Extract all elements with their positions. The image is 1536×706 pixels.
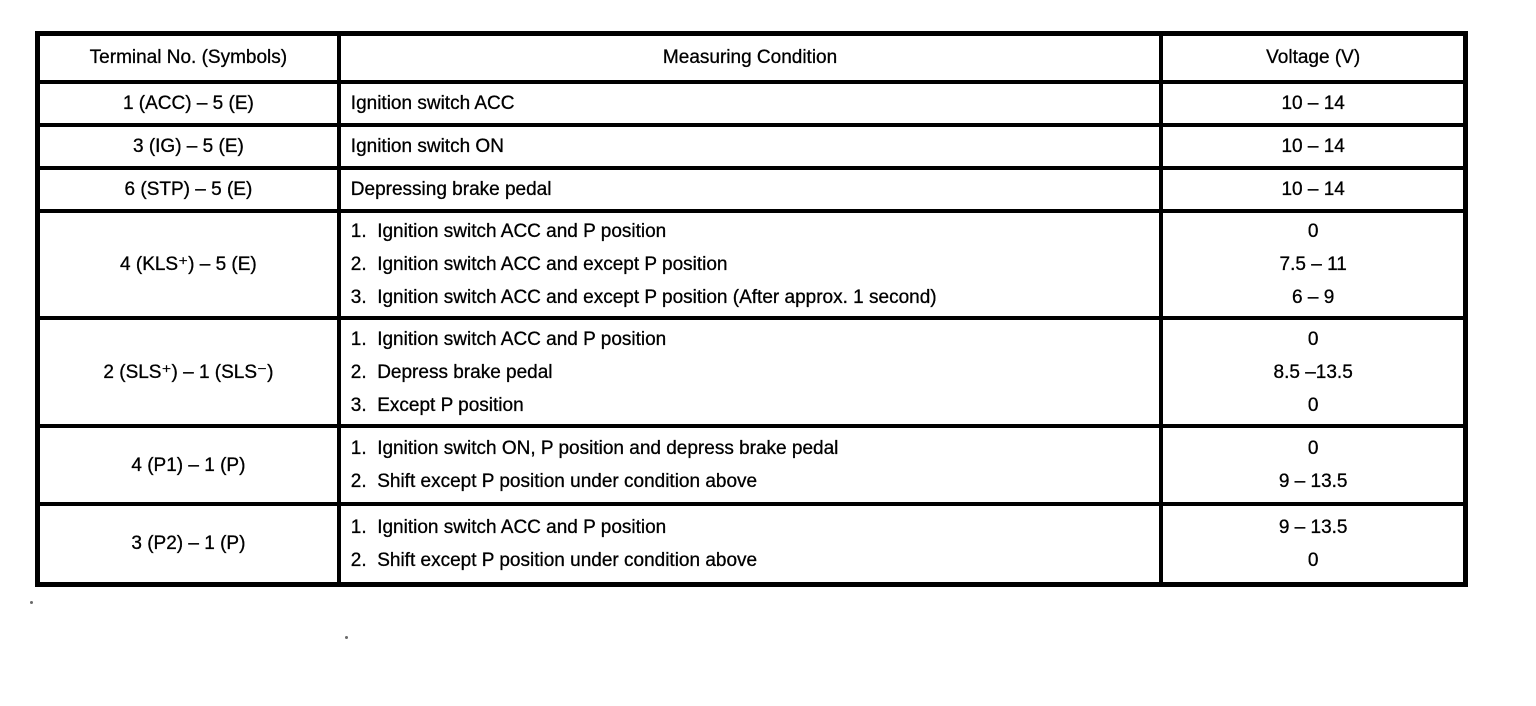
condition-line: 2. Depress brake pedal xyxy=(350,361,553,383)
voltage-line: 10 – 14 xyxy=(1281,136,1345,157)
terminal-label: 3 (P2) – 1 (P) xyxy=(131,533,246,555)
voltage-line: 0 xyxy=(1307,328,1319,350)
table-header-row: Terminal No. (Symbols) Measuring Conditi… xyxy=(35,31,1468,84)
condition-cell: 1. Ignition switch ACC and P position 2.… xyxy=(336,502,1164,586)
voltage-cell: 10 – 14 xyxy=(1159,80,1468,127)
voltage-line: 9 – 13.5 xyxy=(1278,516,1348,538)
terminal-cell: 3 (IG) – 5 (E) xyxy=(35,123,341,170)
terminal-cell: 6 (STP) – 5 (E) xyxy=(35,166,341,213)
terminal-label: 2 (SLS⁺) – 1 (SLS⁻) xyxy=(103,361,274,383)
table-row: 2 (SLS⁺) – 1 (SLS⁻) 1. Ignition switch A… xyxy=(35,316,1468,428)
voltage-line: 0 xyxy=(1307,394,1319,416)
table-row: 1 (ACC) – 5 (E) Ignition switch ACC 10 –… xyxy=(35,80,1468,127)
scan-speck xyxy=(345,636,348,639)
voltage-cell: 10 – 14 xyxy=(1159,166,1468,213)
condition-line: 1. Ignition switch ACC and P position xyxy=(350,221,667,242)
condition-line: 2. Ignition switch ACC and except P posi… xyxy=(350,254,728,275)
condition-line: 3. Except P position xyxy=(350,394,524,416)
voltage-line: 10 – 14 xyxy=(1281,93,1345,114)
scan-speck xyxy=(30,601,33,604)
condition-line: Depressing brake pedal xyxy=(350,179,552,200)
header-terminal: Terminal No. (Symbols) xyxy=(35,31,341,84)
voltage-line: 8.5 –13.5 xyxy=(1273,361,1353,383)
voltage-cell: 10 – 14 xyxy=(1159,123,1468,170)
condition-cell: 1. Ignition switch ACC and P position 2.… xyxy=(336,316,1164,428)
voltage-line: 0 xyxy=(1307,221,1319,242)
voltage-line: 7.5 – 11 xyxy=(1279,254,1347,275)
terminal-cell: 1 (ACC) – 5 (E) xyxy=(35,80,341,127)
voltage-line: 6 – 9 xyxy=(1292,287,1335,308)
terminal-cell: 3 (P2) – 1 (P) xyxy=(35,502,341,586)
condition-line: 2. Shift except P position under conditi… xyxy=(350,549,758,571)
terminal-label: 3 (IG) – 5 (E) xyxy=(132,136,244,157)
table-row: 4 (KLS⁺) – 5 (E) 1. Ignition switch ACC … xyxy=(35,209,1468,320)
condition-cell: 1. Ignition switch ACC and P position 2.… xyxy=(336,209,1164,320)
voltage-cell: 9 – 13.5 0 xyxy=(1159,502,1468,586)
terminal-label: 1 (ACC) – 5 (E) xyxy=(122,93,254,114)
condition-line: 1. Ignition switch ACC and P position xyxy=(350,328,667,350)
terminal-cell: 4 (KLS⁺) – 5 (E) xyxy=(35,209,341,320)
condition-cell: Ignition switch ACC xyxy=(336,80,1164,127)
table-row: 3 (P2) – 1 (P) 1. Ignition switch ACC an… xyxy=(35,502,1468,586)
voltage-line: 0 xyxy=(1307,438,1319,459)
terminal-label: 6 (STP) – 5 (E) xyxy=(124,179,253,200)
condition-cell: 1. Ignition switch ON, P position and de… xyxy=(336,424,1164,506)
condition-line: 1. Ignition switch ACC and P position xyxy=(350,516,667,538)
condition-line: Ignition switch ON xyxy=(350,136,504,157)
condition-cell: Depressing brake pedal xyxy=(336,166,1164,213)
condition-line: 2. Shift except P position under conditi… xyxy=(350,471,758,492)
voltage-cell: 0 7.5 – 11 6 – 9 xyxy=(1159,209,1468,320)
table-row: 6 (STP) – 5 (E) Depressing brake pedal 1… xyxy=(35,166,1468,213)
table-row: 3 (IG) – 5 (E) Ignition switch ON 10 – 1… xyxy=(35,123,1468,170)
voltage-cell: 0 9 – 13.5 xyxy=(1159,424,1468,506)
voltage-cell: 0 8.5 –13.5 0 xyxy=(1159,316,1468,428)
voltage-line: 10 – 14 xyxy=(1281,179,1345,200)
table-row: 4 (P1) – 1 (P) 1. Ignition switch ON, P … xyxy=(35,424,1468,506)
condition-line: 1. Ignition switch ON, P position and de… xyxy=(350,438,839,459)
terminal-cell: 2 (SLS⁺) – 1 (SLS⁻) xyxy=(35,316,341,428)
condition-line: 3. Ignition switch ACC and except P posi… xyxy=(350,287,937,308)
voltage-line: 9 – 13.5 xyxy=(1278,471,1348,492)
terminal-voltage-table: Terminal No. (Symbols) Measuring Conditi… xyxy=(35,31,1468,587)
condition-line: Ignition switch ACC xyxy=(350,93,515,114)
condition-cell: Ignition switch ON xyxy=(336,123,1164,170)
terminal-cell: 4 (P1) – 1 (P) xyxy=(35,424,341,506)
terminal-label: 4 (P1) – 1 (P) xyxy=(131,454,246,476)
terminal-label: 4 (KLS⁺) – 5 (E) xyxy=(120,254,257,275)
header-voltage: Voltage (V) xyxy=(1159,31,1468,84)
voltage-line: 0 xyxy=(1307,549,1319,571)
header-measuring-condition: Measuring Condition xyxy=(336,31,1164,84)
